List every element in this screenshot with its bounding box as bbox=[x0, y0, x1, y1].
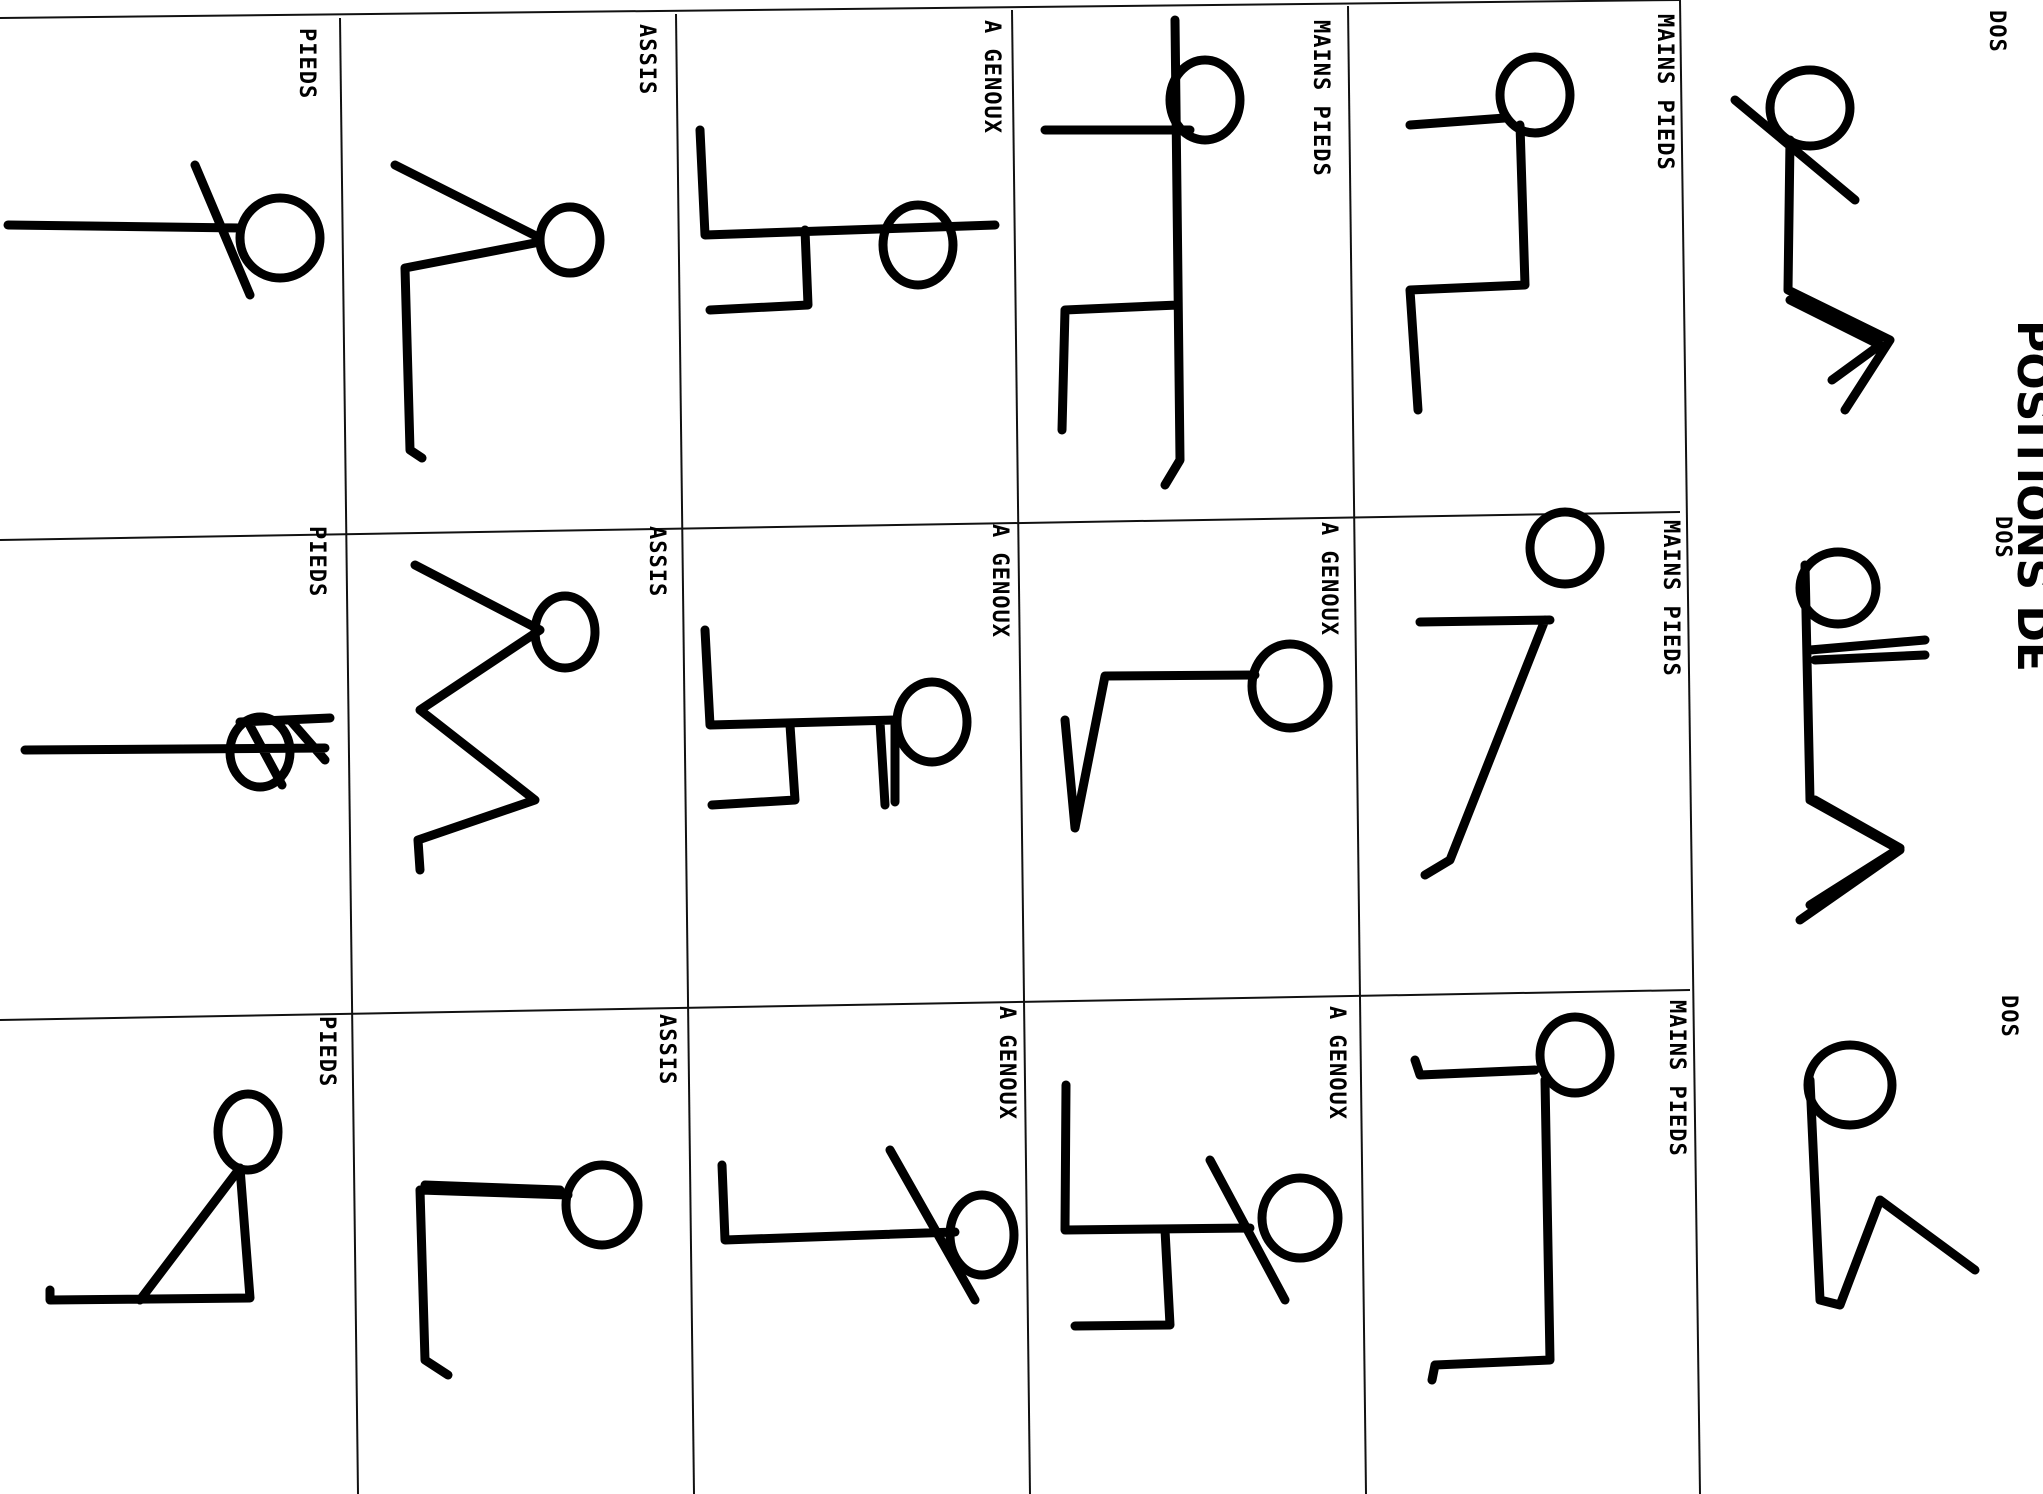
cell-label: A GENOUX bbox=[994, 1006, 1019, 1120]
cell-label: A GENOUX bbox=[1316, 522, 1341, 636]
cell-label: DOS bbox=[1984, 10, 2009, 53]
stick-figure-icon bbox=[705, 630, 967, 805]
stick-figure-icon bbox=[395, 165, 600, 458]
stick-figure-icon bbox=[50, 1094, 278, 1300]
cell-label: PIEDS bbox=[294, 28, 319, 99]
stick-figure-icon bbox=[1065, 1085, 1338, 1326]
stick-figure-icon bbox=[1735, 70, 1890, 410]
cell-label: A GENOUX bbox=[979, 20, 1004, 134]
cell-label: PIEDS bbox=[304, 526, 329, 597]
stick-figure-icon bbox=[1420, 512, 1600, 875]
cell-label: MAINS PIEDS bbox=[1658, 520, 1683, 677]
stick-figure-icon bbox=[420, 1165, 638, 1375]
page-title: POSITIONS DE bbox=[2007, 320, 2043, 672]
stick-figure-icon bbox=[722, 1150, 1014, 1300]
cell-label: MAINS PIEDS bbox=[1664, 1000, 1689, 1157]
cell-label: DOS bbox=[1996, 995, 2021, 1038]
cell-label: PIEDS bbox=[314, 1016, 339, 1087]
stick-figure-icon bbox=[1808, 1045, 1975, 1305]
stick-figure-icon bbox=[1415, 1017, 1610, 1380]
stick-figure-icon bbox=[1065, 644, 1328, 828]
stick-figure-icon bbox=[25, 717, 330, 787]
cell-label: A GENOUX bbox=[987, 524, 1012, 638]
stick-figure-icon bbox=[1410, 57, 1570, 410]
cell-label: MAINS PIEDS bbox=[1308, 20, 1333, 177]
stick-figure-icon bbox=[415, 565, 595, 870]
stick-figure-icon bbox=[1045, 20, 1240, 485]
cell-label: ASSIS bbox=[634, 24, 659, 95]
cell-label: DOS bbox=[1990, 516, 2015, 559]
cell-label: A GENOUX bbox=[1324, 1006, 1349, 1120]
cell-label: ASSIS bbox=[644, 526, 669, 597]
stick-figure-icon bbox=[1800, 552, 1925, 920]
cell-label: ASSIS bbox=[654, 1014, 679, 1085]
stick-figure-icon bbox=[700, 130, 995, 310]
stick-figure-icon bbox=[8, 165, 320, 295]
cell-label: MAINS PIEDS bbox=[1652, 14, 1677, 171]
